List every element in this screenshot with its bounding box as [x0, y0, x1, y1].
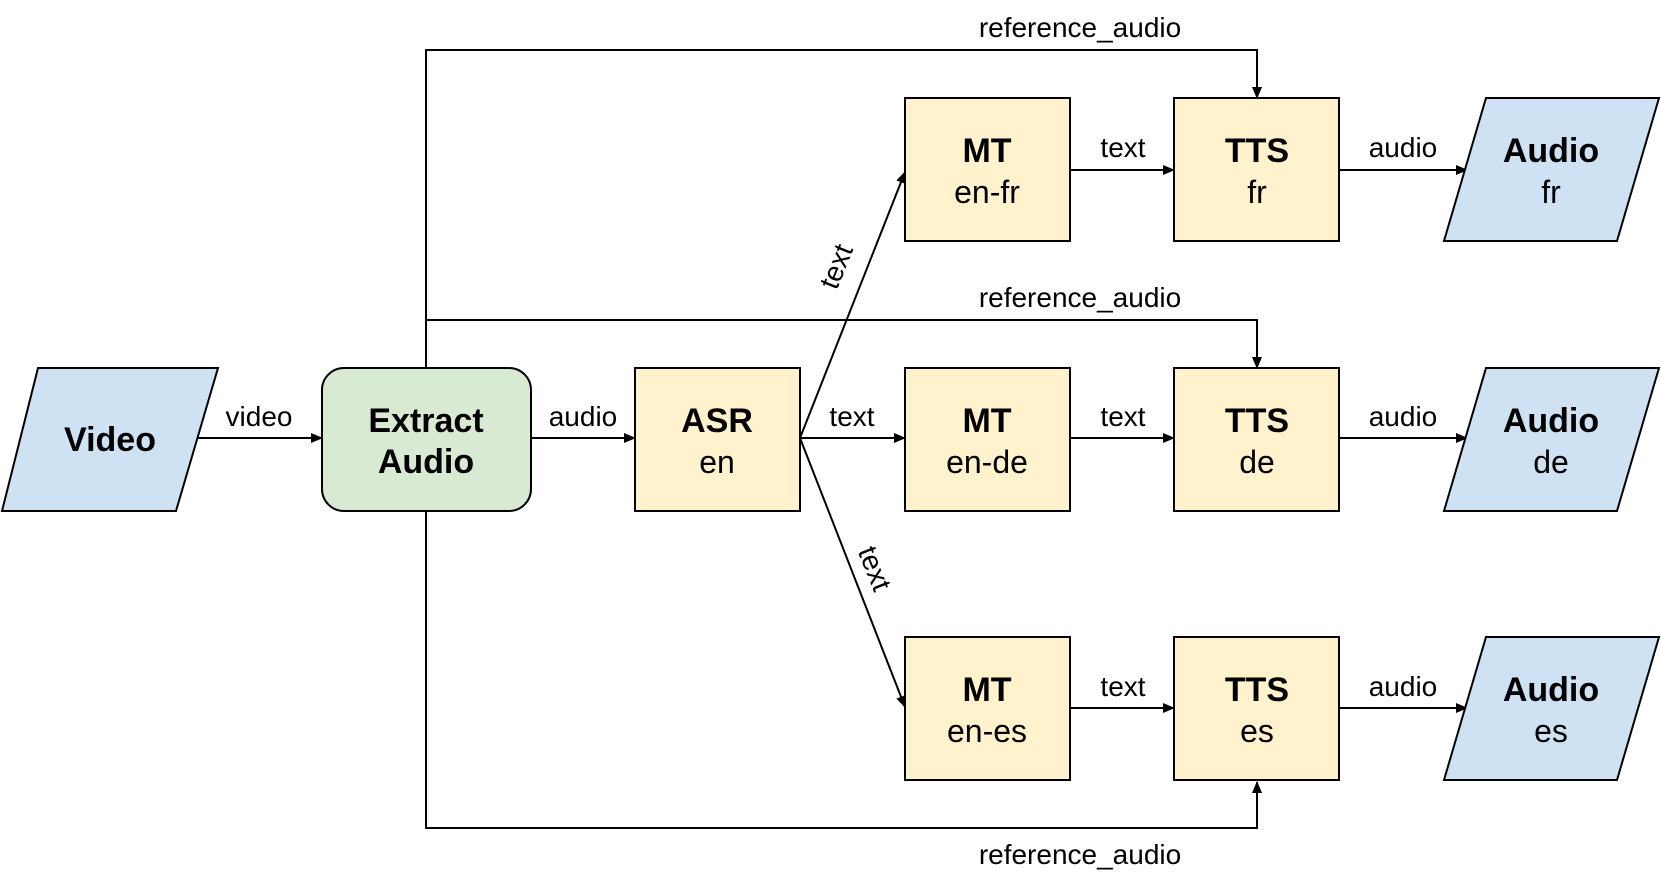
- extract-audio-title-line1: Extract: [368, 402, 483, 440]
- mt-en-fr-pair: en-fr: [954, 174, 1020, 210]
- mt-en-fr-shape: [904, 97, 1071, 242]
- label-reference-audio-de: reference_audio: [979, 282, 1181, 313]
- tts-fr-shape: [1173, 97, 1340, 242]
- edge-labels: video audio text text text text text tex…: [226, 12, 1438, 870]
- node-tts-es: TTS es: [1173, 636, 1340, 781]
- extract-audio-shape: [321, 367, 532, 512]
- asr-shape: [634, 367, 801, 512]
- audio-fr-shape: [1442, 97, 1661, 242]
- label-audio-tts-fr: audio: [1369, 132, 1438, 163]
- mt-en-fr-title: MT: [962, 132, 1011, 170]
- extract-audio-title-line2: Audio: [378, 443, 474, 481]
- tts-de-shape: [1173, 367, 1340, 512]
- label-text-asr-mt-de: text: [829, 401, 874, 432]
- label-text-asr-mt-fr: text: [813, 240, 859, 294]
- tts-es-lang: es: [1240, 713, 1274, 749]
- tts-fr-lang: fr: [1247, 174, 1267, 210]
- label-audio-extract-asr: audio: [549, 401, 618, 432]
- node-audio-de: Audio de: [1442, 367, 1661, 512]
- node-extract-audio: Extract Audio: [321, 367, 532, 512]
- label-reference-audio-fr: reference_audio: [979, 12, 1181, 43]
- label-text-mt-es-tts-es: text: [1100, 671, 1145, 702]
- audio-es-shape: [1442, 636, 1661, 781]
- mt-en-es-shape: [904, 636, 1071, 781]
- label-audio-tts-de: audio: [1369, 401, 1438, 432]
- label-text-mt-fr-tts-fr: text: [1100, 132, 1145, 163]
- audio-es-title: Audio: [1503, 671, 1599, 709]
- tts-es-title: TTS: [1225, 671, 1289, 709]
- asr-title: ASR: [681, 402, 753, 440]
- label-audio-tts-es: audio: [1369, 671, 1438, 702]
- mt-en-de-pair: en-de: [946, 444, 1028, 480]
- edge-ref-audio-es: [425, 512, 1262, 829]
- node-audio-fr: Audio fr: [1442, 97, 1661, 242]
- label-video: video: [226, 401, 293, 432]
- node-mt-en-fr: MT en-fr: [904, 97, 1071, 242]
- audio-fr-title: Audio: [1503, 132, 1599, 170]
- label-reference-audio-es: reference_audio: [979, 839, 1181, 870]
- node-mt-en-de: MT en-de: [904, 367, 1071, 512]
- audio-fr-lang: fr: [1541, 174, 1561, 210]
- tts-fr-title: TTS: [1225, 132, 1289, 170]
- mt-en-es-title: MT: [962, 671, 1011, 709]
- asr-lang: en: [699, 444, 735, 480]
- connectors: [193, 49, 1468, 829]
- node-video: Video: [0, 367, 220, 512]
- edge-asr-to-mt-es: [799, 437, 906, 708]
- video-shape: [0, 367, 220, 512]
- mt-en-de-title: MT: [962, 402, 1011, 440]
- audio-de-shape: [1442, 367, 1661, 512]
- tts-de-title: TTS: [1225, 402, 1289, 440]
- audio-es-lang: es: [1534, 713, 1568, 749]
- edge-ref-audio-de: [426, 319, 1262, 369]
- node-asr: ASR en: [634, 367, 801, 512]
- mt-en-es-pair: en-es: [947, 713, 1027, 749]
- edge-asr-to-mt-fr: [799, 171, 906, 439]
- audio-de-title: Audio: [1503, 402, 1599, 440]
- node-audio-es: Audio es: [1442, 636, 1661, 781]
- tts-de-lang: de: [1239, 444, 1275, 480]
- node-tts-de: TTS de: [1173, 367, 1340, 512]
- video-title: Video: [64, 421, 156, 459]
- node-mt-en-es: MT en-es: [904, 636, 1071, 781]
- label-text-mt-de-tts-de: text: [1100, 401, 1145, 432]
- edge-ref-audio-fr: [425, 49, 1262, 368]
- audio-de-lang: de: [1533, 444, 1569, 480]
- node-tts-fr: TTS fr: [1173, 97, 1340, 242]
- tts-es-shape: [1173, 636, 1340, 781]
- mt-en-de-shape: [904, 367, 1071, 512]
